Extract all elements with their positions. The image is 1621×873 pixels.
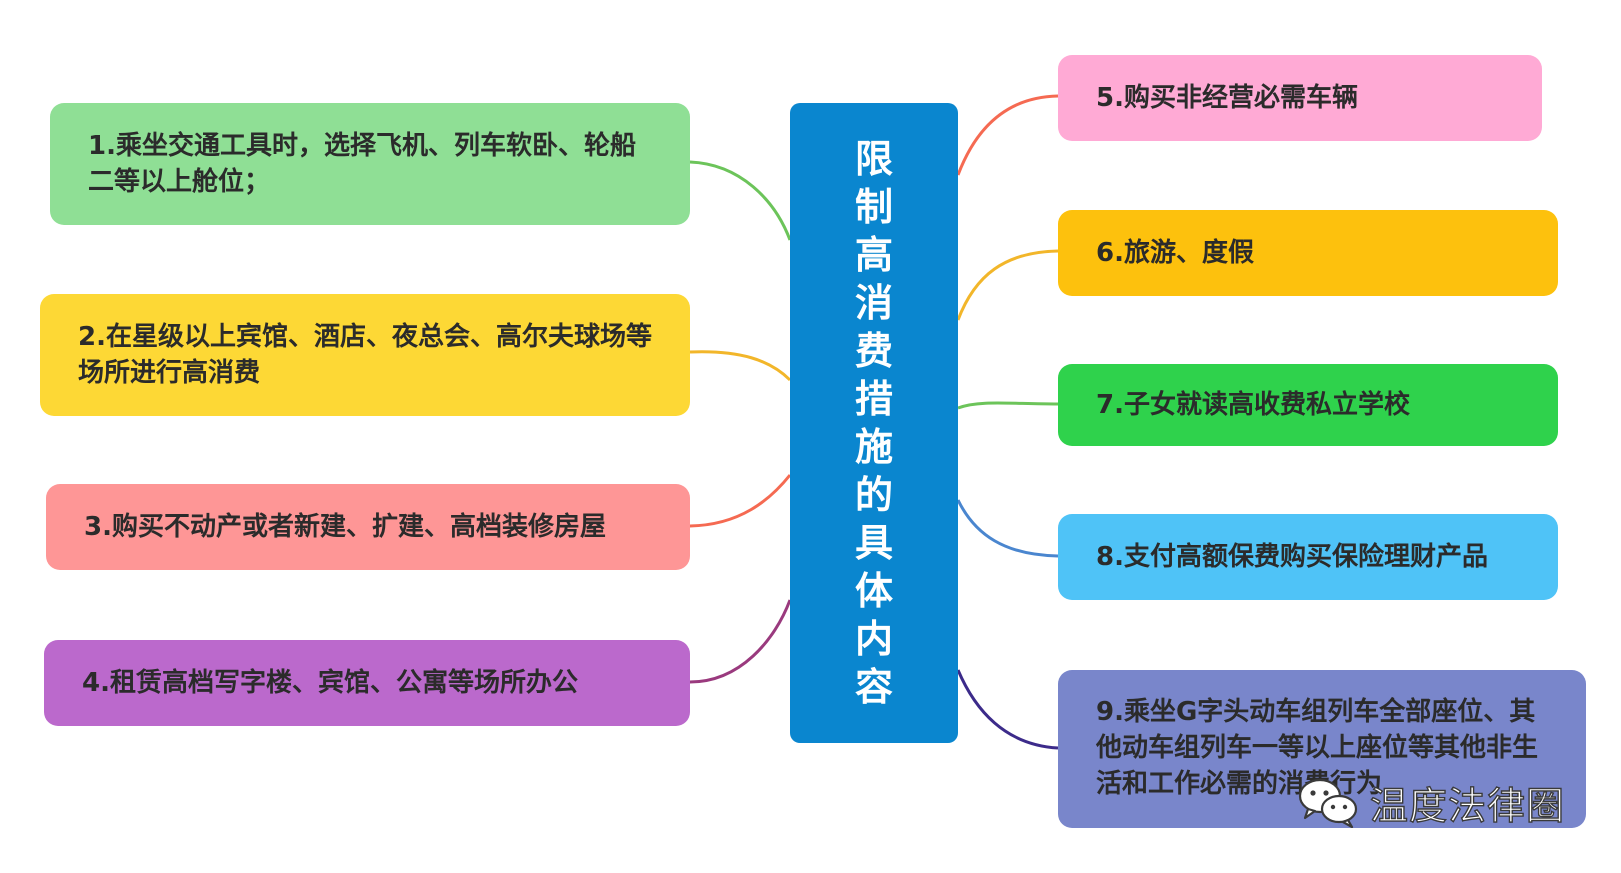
topic-6-travel-vacation[interactable]: 6.旅游、度假 — [1058, 210, 1558, 296]
central-topic-title: 限制高消费措施的具体内容 — [854, 137, 893, 709]
topic-2-hotel-high-consumption[interactable]: 2.在星级以上宾馆、酒店、夜总会、高尔夫球场等场所进行高消费 — [40, 294, 690, 416]
topic-9-label: 9.乘坐G字头动车组列车全部座位、其他动车组列车一等以上座位等其他非生活和工作必… — [1096, 697, 1539, 799]
topic-3-label: 3.购买不动产或者新建、扩建、高档装修房屋 — [84, 512, 606, 542]
connector-topic-4 — [689, 599, 792, 684]
topic-5-vehicle-purchase[interactable]: 5.购买非经营必需车辆 — [1058, 55, 1542, 141]
topic-1-airline-train-ship-class[interactable]: 1.乘坐交通工具时，选择飞机、列车软卧、轮船二等以上舱位； — [50, 103, 690, 225]
watermark-text: 温度法律圈 — [1369, 783, 1566, 828]
connector-topic-1 — [689, 160, 792, 241]
topic-8-insurance-products[interactable]: 8.支付高额保费购买保险理财产品 — [1058, 514, 1558, 600]
topic-8-label: 8.支付高额保费购买保险理财产品 — [1096, 542, 1488, 572]
topic-7-private-school[interactable]: 7.子女就读高收费私立学校 — [1058, 364, 1558, 446]
wechat-icon — [1298, 778, 1358, 828]
topic-2-label: 2.在星级以上宾馆、酒店、夜总会、高尔夫球场等场所进行高消费 — [78, 322, 652, 388]
topic-4-office-rental[interactable]: 4.租赁高档写字楼、宾馆、公寓等场所办公 — [44, 640, 690, 726]
topic-5-label: 5.购买非经营必需车辆 — [1096, 83, 1358, 113]
connector-topic-2 — [689, 350, 792, 382]
topic-4-label: 4.租赁高档写字楼、宾馆、公寓等场所办公 — [82, 668, 578, 698]
connector-topic-8 — [956, 499, 1059, 558]
topic-6-label: 6.旅游、度假 — [1096, 238, 1254, 268]
central-topic[interactable]: 限制高消费措施的具体内容 — [790, 103, 958, 743]
topic-3-real-estate[interactable]: 3.购买不动产或者新建、扩建、高档装修房屋 — [46, 484, 690, 570]
connector-topic-3 — [689, 474, 792, 528]
connector-topic-9 — [956, 669, 1059, 750]
topic-7-label: 7.子女就读高收费私立学校 — [1096, 390, 1410, 420]
topic-9-high-speed-rail-seats[interactable]: 9.乘坐G字头动车组列车全部座位、其他动车组列车一等以上座位等其他非生活和工作必… — [1058, 670, 1586, 828]
connector-topic-7 — [957, 401, 1059, 410]
connector-topic-5 — [956, 94, 1059, 176]
watermark: 温度法律圈 — [1296, 772, 1565, 832]
connector-topic-6 — [956, 249, 1059, 321]
topic-1-label: 1.乘坐交通工具时，选择飞机、列车软卧、轮船二等以上舱位； — [88, 131, 636, 197]
